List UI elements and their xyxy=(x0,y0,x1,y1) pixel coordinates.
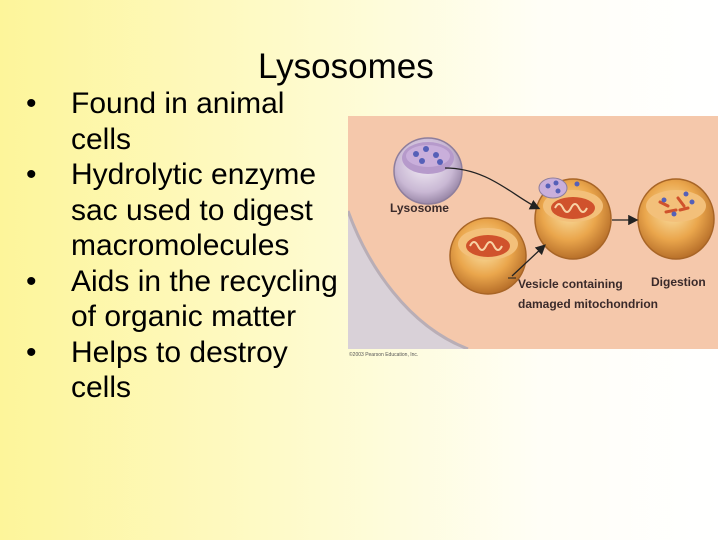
bullet-text: Aids in the recycling of organic matter xyxy=(71,264,338,334)
bullet-text: Hydrolytic enzyme sac used to digest mac… xyxy=(71,158,317,262)
bullet-dot: • xyxy=(26,335,37,369)
arrow-icon xyxy=(511,244,546,277)
arrow-icon xyxy=(444,167,541,210)
copyright-text: ©2003 Pearson Education, Inc. xyxy=(349,352,419,358)
lysosome-diagram: Lysosome Vesicle containing damaged mito… xyxy=(348,116,718,349)
slide-title: Lysosomes xyxy=(258,47,434,86)
label-lysosome: Lysosome xyxy=(390,201,449,215)
bullet-text: Helps to destroy cells xyxy=(71,335,288,405)
bullet-item: • Helps to destroy cells xyxy=(26,335,346,406)
bullet-dot: • xyxy=(26,158,37,191)
bullet-item: • Aids in the recycling of organic matter xyxy=(26,264,346,335)
bullet-item: • Hydrolytic enzyme sac used to digest ma… xyxy=(26,157,346,264)
vesicle-mitochondrion-icon xyxy=(449,217,527,295)
fusing-vesicle-icon xyxy=(534,177,612,260)
label-vesicle-line2: damaged mitochondrion xyxy=(518,297,658,311)
label-vesicle-line1: Vesicle containing xyxy=(518,277,623,291)
digestion-vesicle-icon xyxy=(637,178,715,260)
label-digestion: Digestion xyxy=(651,275,706,289)
lysosome-icon xyxy=(393,137,463,205)
bullet-dot: • xyxy=(26,264,37,298)
bullet-list: • Found in animal cells • Hydrolytic enzym… xyxy=(26,86,346,406)
bullet-dot: • xyxy=(26,87,37,120)
bullet-text: Found in animal cells xyxy=(71,87,285,156)
cell-membrane-region xyxy=(348,211,468,349)
bullet-item: • Found in animal cells xyxy=(26,86,346,157)
